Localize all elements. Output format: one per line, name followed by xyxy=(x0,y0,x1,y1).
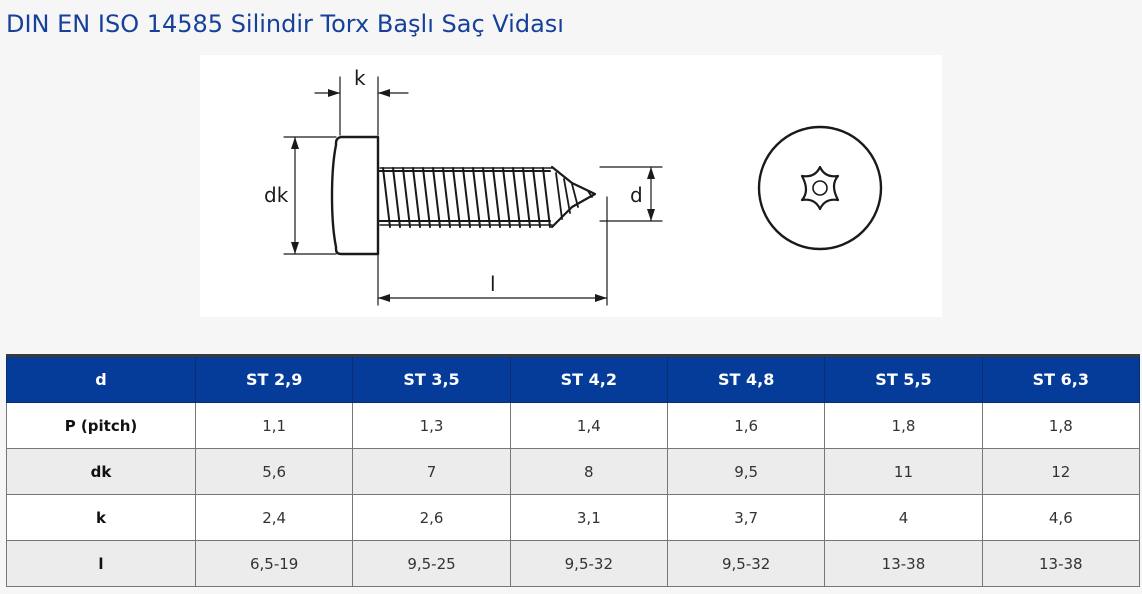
table-cell: 1,8 xyxy=(824,402,983,449)
table-cell: 12 xyxy=(981,448,1141,495)
table-cell: 6,5-19 xyxy=(194,540,354,587)
table-header-cell: ST 3,5 xyxy=(352,354,511,403)
table-cell: 1,6 xyxy=(666,402,826,449)
table-header-row: d ST 2,9 ST 3,5 ST 4,2 ST 4,8 ST 5,5 ST … xyxy=(6,354,1141,403)
torx-head-top-view-icon xyxy=(757,125,883,251)
row-label: l xyxy=(6,540,196,587)
specification-table: d ST 2,9 ST 3,5 ST 4,2 ST 4,8 ST 5,5 ST … xyxy=(6,354,1141,587)
table-row: l 6,5-19 9,5-25 9,5-32 9,5-32 13-38 13-3… xyxy=(6,540,1141,587)
table-cell: 4 xyxy=(824,494,983,541)
table-header-cell: ST 6,3 xyxy=(981,354,1141,403)
table-row: k 2,4 2,6 3,1 3,7 4 4,6 xyxy=(6,494,1141,541)
dimension-label-l: l xyxy=(490,272,496,296)
table-cell: 2,6 xyxy=(352,494,511,541)
table-header-cell: ST 5,5 xyxy=(824,354,983,403)
screw-drawing-svg: k dk d l xyxy=(264,66,883,306)
table-header-cell: ST 2,9 xyxy=(194,354,354,403)
table-cell: 2,4 xyxy=(194,494,354,541)
table-cell: 9,5-32 xyxy=(509,540,668,587)
table-cell: 13-38 xyxy=(824,540,983,587)
screw-side-view-icon xyxy=(330,135,597,256)
dimension-label-d: d xyxy=(630,183,643,207)
dimension-label-k: k xyxy=(354,66,366,90)
table-cell: 11 xyxy=(824,448,983,495)
technical-drawing: k dk d l xyxy=(200,55,942,317)
table-cell: 1,3 xyxy=(352,402,511,449)
table-cell: 3,7 xyxy=(666,494,826,541)
table-row: dk 5,6 7 8 9,5 11 12 xyxy=(6,448,1141,495)
table-cell: 1,8 xyxy=(981,402,1141,449)
table-cell: 8 xyxy=(509,448,668,495)
table-cell: 3,1 xyxy=(509,494,668,541)
row-label: P (pitch) xyxy=(6,402,196,449)
row-label: k xyxy=(6,494,196,541)
table-cell: 7 xyxy=(352,448,511,495)
row-label: dk xyxy=(6,448,196,495)
table-cell: 9,5 xyxy=(666,448,826,495)
table-header-cell: ST 4,2 xyxy=(509,354,668,403)
table-cell: 1,4 xyxy=(509,402,668,449)
table-cell: 1,1 xyxy=(194,402,354,449)
table-header-cell: ST 4,8 xyxy=(666,354,826,403)
table-header-cell: d xyxy=(6,354,196,403)
table-cell: 13-38 xyxy=(981,540,1141,587)
dimension-label-dk: dk xyxy=(264,183,289,207)
table-cell: 5,6 xyxy=(194,448,354,495)
table-cell: 9,5-32 xyxy=(666,540,826,587)
table-row: P (pitch) 1,1 1,3 1,4 1,6 1,8 1,8 xyxy=(6,402,1141,449)
table-cell: 4,6 xyxy=(981,494,1141,541)
table-cell: 9,5-25 xyxy=(352,540,511,587)
page-title: DIN EN ISO 14585 Silindir Torx Başlı Saç… xyxy=(6,10,564,38)
